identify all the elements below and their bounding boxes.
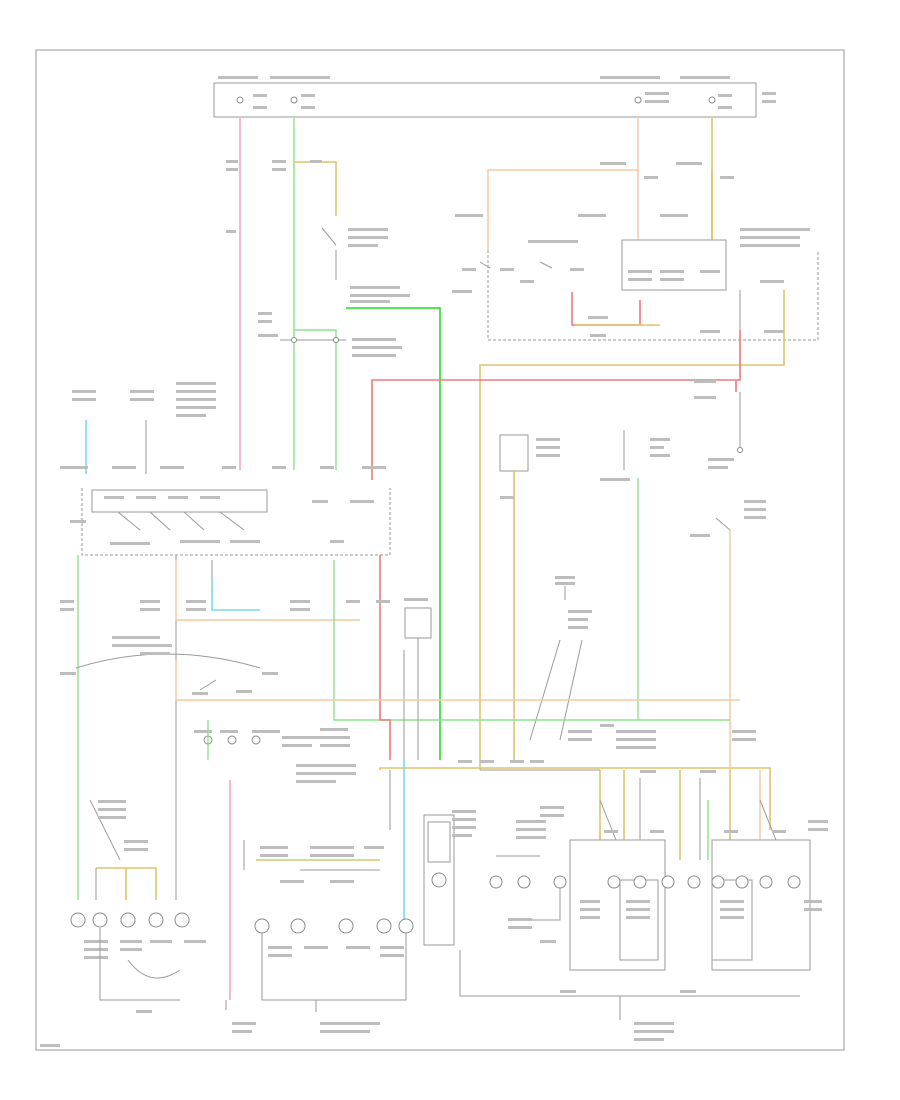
peach-feed-right <box>487 118 639 250</box>
diagram-border <box>35 49 845 1051</box>
fuse-panel <box>213 76 776 118</box>
bottom-right-modules <box>569 839 822 971</box>
left-lamp-bank <box>70 799 206 1013</box>
mid-lamp-bank <box>225 760 414 1033</box>
tall-component <box>423 810 476 946</box>
bright-green-wire <box>346 307 441 760</box>
cluster-connector <box>60 466 391 556</box>
dimmer-module <box>452 162 819 770</box>
module-box <box>404 607 432 639</box>
tan-bus <box>379 767 771 830</box>
red-wire <box>371 330 741 480</box>
relay-box <box>499 434 529 472</box>
